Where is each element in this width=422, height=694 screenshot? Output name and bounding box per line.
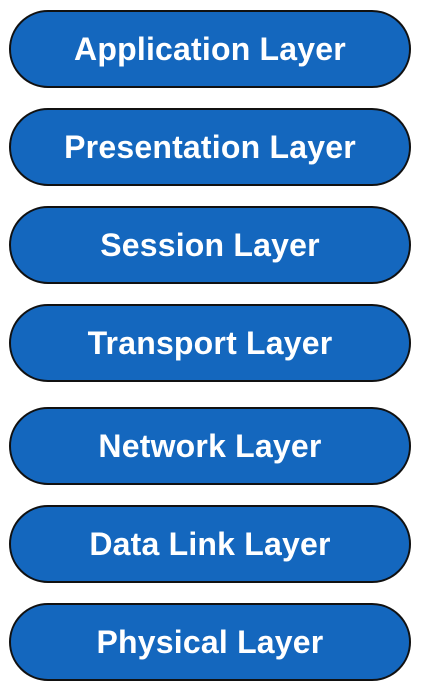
- layer-network: Network Layer: [9, 407, 411, 485]
- layer-label: Network Layer: [98, 427, 322, 464]
- layer-physical: Physical Layer: [9, 603, 411, 681]
- layer-label: Physical Layer: [96, 623, 324, 660]
- layer-transport: Transport Layer: [9, 304, 411, 382]
- layer-label: Data Link Layer: [89, 525, 331, 562]
- layer-session: Session Layer: [9, 206, 411, 284]
- layer-label: Transport Layer: [87, 324, 333, 361]
- layer-label: Session Layer: [100, 226, 320, 263]
- layer-label: Application Layer: [74, 30, 346, 67]
- layer-label: Presentation Layer: [64, 128, 356, 165]
- layer-application: Application Layer: [9, 10, 411, 88]
- layer-data-link: Data Link Layer: [9, 505, 411, 583]
- layer-presentation: Presentation Layer: [9, 108, 411, 186]
